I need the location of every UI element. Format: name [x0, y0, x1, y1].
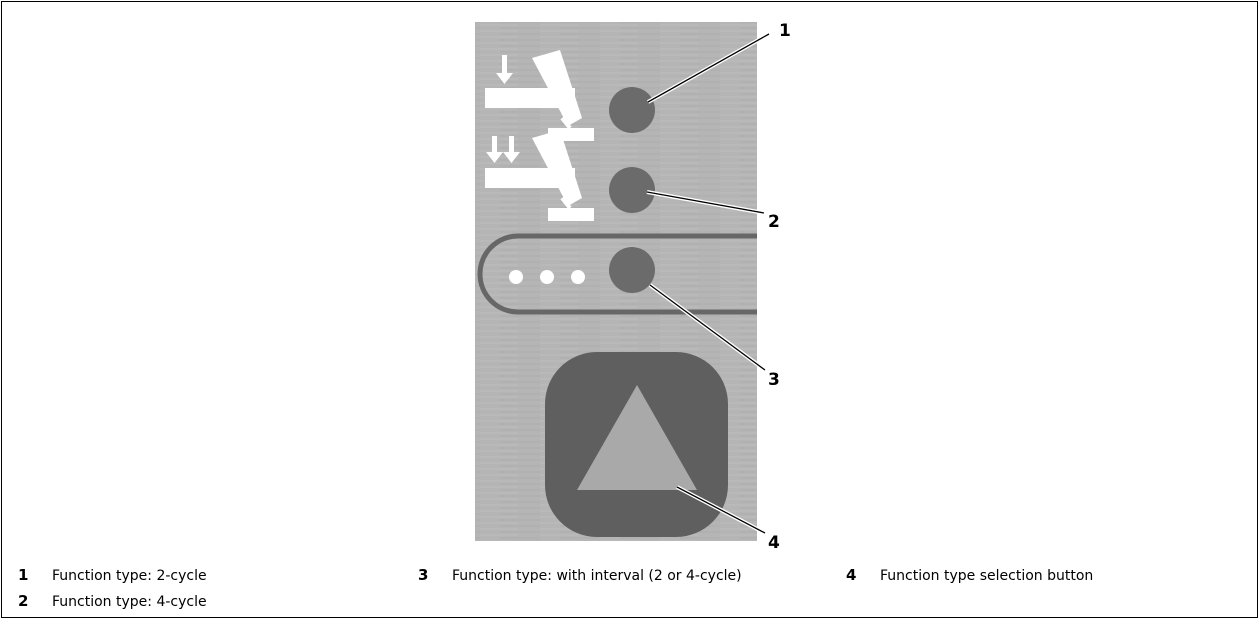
legend-text: Function type selection button — [880, 568, 1094, 584]
interval-frame — [477, 233, 757, 315]
callout-number: 4 — [768, 533, 780, 553]
function-select-button[interactable] — [545, 352, 728, 537]
legend-text: Function type: with interval (2 or 4-cyc… — [452, 568, 742, 584]
legend-text: Function type: 2-cycle — [52, 568, 207, 584]
indicator-led-interval — [609, 247, 655, 293]
torch-2-cycle-icon — [485, 50, 594, 141]
legend-number: 3 — [418, 566, 429, 584]
callout-number: 2 — [768, 212, 780, 232]
legend-item: 1 Function type: 2-cycle — [18, 566, 207, 584]
interval-dots-icon — [509, 270, 585, 284]
legend-item: 2 Function type: 4-cycle — [18, 592, 207, 610]
leader-lines — [646, 32, 770, 535]
indicator-led-2-cycle — [609, 87, 655, 133]
legend-item: 3 Function type: with interval (2 or 4-c… — [418, 566, 742, 584]
callout-number: 1 — [779, 21, 791, 41]
legend-number: 4 — [846, 566, 857, 584]
triangle-icon — [577, 385, 697, 490]
callout-number: 3 — [768, 370, 780, 390]
legend-item: 4 Function type selection button — [846, 566, 1093, 584]
torch-4-cycle-icon — [485, 130, 594, 221]
legend-text: Function type: 4-cycle — [52, 594, 207, 610]
legend-number: 1 — [18, 566, 29, 584]
legend-number: 2 — [18, 592, 29, 610]
indicator-led-4-cycle — [609, 167, 655, 213]
control-panel — [475, 22, 757, 541]
